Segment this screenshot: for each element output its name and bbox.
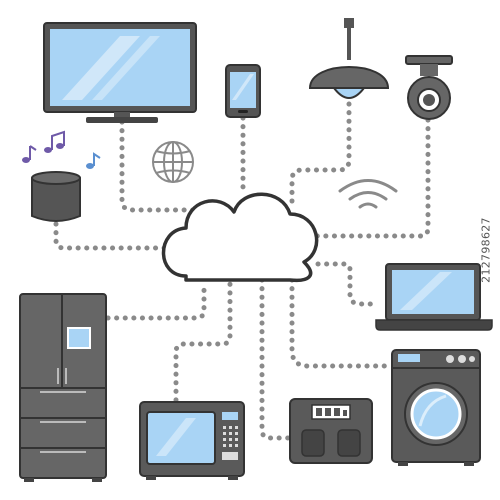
refrigerator-icon: [19, 293, 107, 482]
connector-washer: [289, 277, 395, 369]
connector-lamp: [289, 101, 352, 211]
connector-camera: [313, 117, 431, 239]
smartphone-icon: [225, 64, 261, 118]
connector-laptop: [315, 261, 379, 307]
connector-fridge: [105, 279, 207, 321]
ceiling-lamp-icon: [308, 18, 390, 99]
cloud-icon: [161, 192, 319, 283]
laptop-icon: [375, 263, 493, 331]
connector-tv: [119, 119, 199, 213]
wifi-icon: [338, 179, 398, 209]
smart-speaker-icon: [31, 171, 81, 222]
television-icon: [43, 22, 197, 123]
connector-microwave: [173, 279, 233, 403]
security-camera-icon: [405, 55, 453, 120]
stock-id-watermark: 212798627: [479, 217, 493, 283]
bathroom-scale-icon: [289, 398, 373, 464]
connector-scale: [259, 277, 293, 441]
music-notes-icon: [22, 130, 101, 169]
connector-lines: [53, 101, 431, 441]
washing-machine-icon: [391, 349, 481, 466]
microwave-icon: [139, 401, 245, 480]
globe-icon: [152, 141, 194, 183]
connector-speaker: [53, 221, 173, 251]
